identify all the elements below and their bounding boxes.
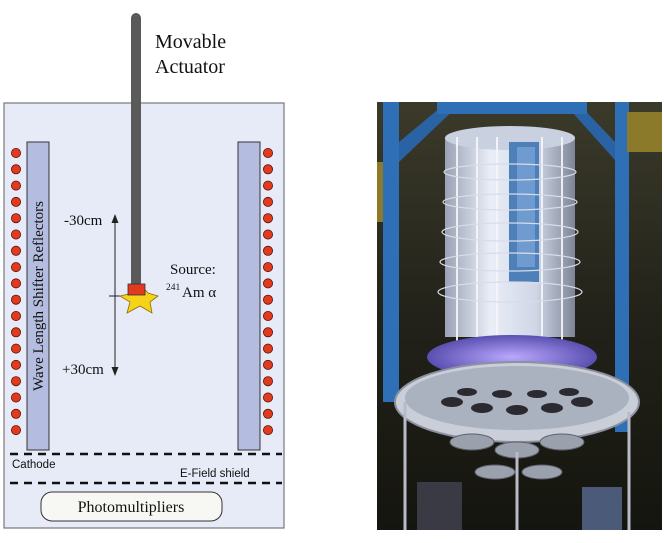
electrode-dot-right-3 [262,180,273,191]
electrode-dots-right [262,147,273,436]
travel-arrow-head-down [111,367,119,376]
electrode-dot-left-2 [10,164,21,175]
electrode-dot-right-5 [262,213,273,224]
reflector-panel-right [237,141,261,451]
electrode-dot-left-16 [10,392,21,403]
electrode-dot-right-16 [262,392,273,403]
electrode-dot-left-11 [10,310,21,321]
electrode-dot-left-8 [10,262,21,273]
source-title-label: Source: [170,262,216,278]
electrode-dot-left-14 [10,359,21,370]
plus-30cm-label: +30cm [62,362,104,378]
travel-arrow-head-up [111,214,119,223]
electrode-dot-left-7 [10,245,21,256]
electrode-dot-right-9 [262,278,273,289]
electrode-dot-right-17 [262,408,273,419]
source-star [118,284,159,314]
electrode-dot-right-11 [262,310,273,321]
source-mass-number: 241 [166,283,181,293]
electrode-dot-right-13 [262,343,273,354]
electrode-dot-right-4 [262,196,273,207]
electrode-dot-left-15 [10,376,21,387]
electrode-dot-left-5 [10,213,21,224]
electrode-dot-right-7 [262,245,273,256]
electrode-dots-left [10,147,21,436]
chamber-outline [3,102,285,529]
minus-30cm-label: -30cm [64,213,103,229]
electrode-dot-right-10 [262,294,273,305]
electrode-dot-left-3 [10,180,21,191]
electrode-dot-right-6 [262,229,273,240]
actuator-label-line2: Actuator [155,56,225,78]
electrode-dot-right-18 [262,425,273,436]
reflector-panel-left [26,141,50,451]
photomultipliers-box [40,491,223,522]
electrode-dot-right-2 [262,164,273,175]
electrode-dot-right-8 [262,262,273,273]
source-holder [127,283,146,296]
electrode-dot-right-1 [262,147,273,158]
electrode-dot-left-17 [10,408,21,419]
detector-assembly-photo [377,102,662,530]
electrode-dot-left-4 [10,196,21,207]
electrode-dot-right-14 [262,359,273,370]
efield-shield-label: E-Field shield [180,468,250,480]
electrode-dot-right-15 [262,376,273,387]
electrode-dot-right-12 [262,327,273,338]
electrode-dot-left-1 [10,147,21,158]
electrode-dot-left-10 [10,294,21,305]
electrode-dot-left-18 [10,425,21,436]
electrode-dot-left-13 [10,343,21,354]
photomultipliers-label: Photomultipliers [78,499,185,516]
electrode-dot-left-9 [10,278,21,289]
detector-diagram: Wave Length Shifter Reflectors Movable A… [3,13,285,529]
cathode-label: Cathode [12,459,55,471]
reflector-label: Wave Length Shifter Reflectors [31,201,47,391]
electrode-dot-left-12 [10,327,21,338]
source-element-label: Am α [182,285,216,301]
electrode-dot-left-6 [10,229,21,240]
actuator-label-line1: Movable [155,31,226,53]
